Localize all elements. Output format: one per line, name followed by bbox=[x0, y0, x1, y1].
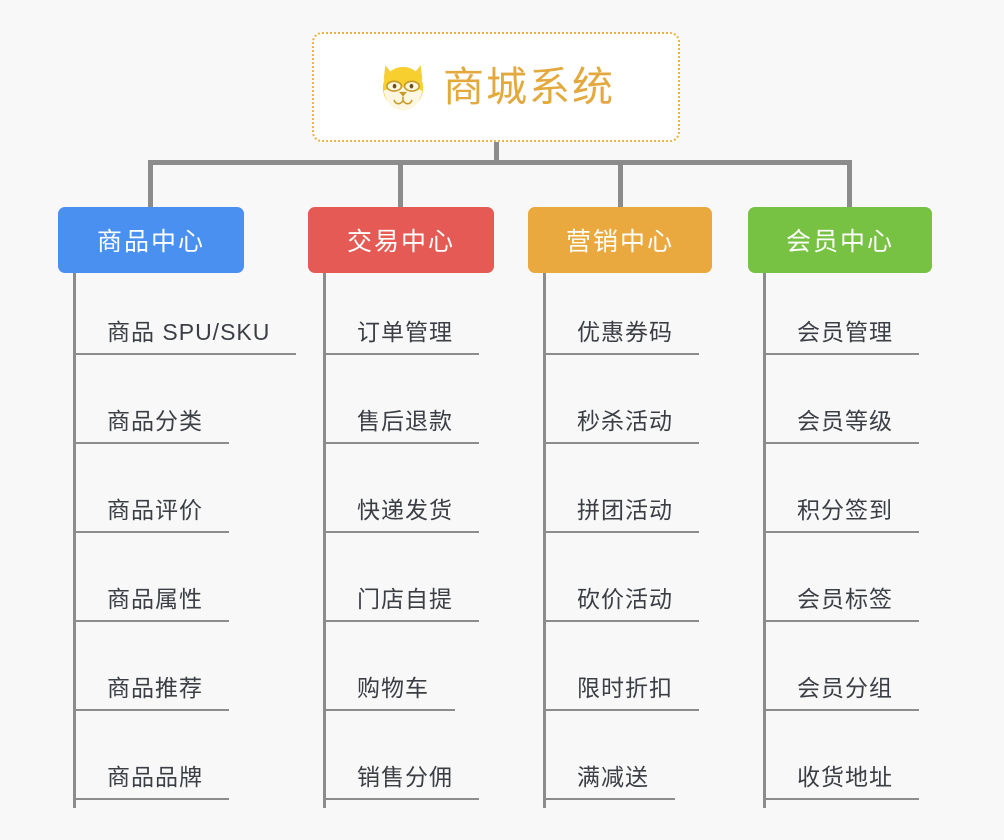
leaf-item[interactable]: 砍价活动 bbox=[546, 541, 748, 630]
leaf-item[interactable]: 商品推荐 bbox=[76, 630, 308, 719]
leaf-label: 商品分类 bbox=[107, 408, 203, 434]
leaf-label: 订单管理 bbox=[357, 319, 453, 345]
leaf-label: 售后退款 bbox=[357, 408, 453, 434]
connector-drop-1 bbox=[398, 160, 403, 208]
leaf-item[interactable]: 商品分类 bbox=[76, 363, 308, 452]
leaf-label: 会员分组 bbox=[797, 675, 893, 701]
leaf-list-trade-center: 订单管理 售后退款 快递发货 门店自提 购物车 销售分佣 bbox=[323, 273, 528, 808]
leaf-item[interactable]: 拼团活动 bbox=[546, 452, 748, 541]
root-node-mall-system[interactable]: 商城系统 bbox=[312, 32, 680, 142]
leaf-item[interactable]: 满减送 bbox=[546, 719, 748, 808]
leaf-label: 收货地址 bbox=[797, 764, 893, 790]
category-header-trade-center[interactable]: 交易中心 bbox=[308, 207, 494, 273]
leaf-label: 购物车 bbox=[357, 675, 429, 701]
branch-column-marketing-center: 营销中心 优惠券码 秒杀活动 拼团活动 砍价活动 限时折扣 满减送 bbox=[528, 207, 748, 808]
leaf-item[interactable]: 商品评价 bbox=[76, 452, 308, 541]
leaf-list-marketing-center: 优惠券码 秒杀活动 拼团活动 砍价活动 限时折扣 满减送 bbox=[543, 273, 748, 808]
category-header-member-center[interactable]: 会员中心 bbox=[748, 207, 932, 273]
leaf-label: 限时折扣 bbox=[577, 675, 673, 701]
branch-column-member-center: 会员中心 会员管理 会员等级 积分签到 会员标签 会员分组 收货地址 bbox=[748, 207, 968, 808]
leaf-label: 砍价活动 bbox=[577, 586, 673, 612]
leaf-item[interactable]: 限时折扣 bbox=[546, 630, 748, 719]
leaf-item[interactable]: 快递发货 bbox=[326, 452, 528, 541]
leaf-item[interactable]: 积分签到 bbox=[766, 452, 968, 541]
leaf-item[interactable]: 门店自提 bbox=[326, 541, 528, 630]
leaf-label: 商品推荐 bbox=[107, 675, 203, 701]
leaf-item[interactable]: 优惠券码 bbox=[546, 274, 748, 363]
root-title: 商城系统 bbox=[443, 63, 615, 110]
leaf-item[interactable]: 会员等级 bbox=[766, 363, 968, 452]
leaf-label: 商品 SPU/SKU bbox=[107, 319, 271, 345]
leaf-item[interactable]: 商品品牌 bbox=[76, 719, 308, 808]
shiba-dog-face-icon bbox=[382, 65, 424, 111]
leaf-item[interactable]: 商品 SPU/SKU bbox=[76, 274, 308, 363]
leaf-label: 商品属性 bbox=[107, 586, 203, 612]
connector-drop-0 bbox=[148, 160, 153, 208]
leaf-item[interactable]: 会员分组 bbox=[766, 630, 968, 719]
leaf-label: 满减送 bbox=[577, 764, 649, 790]
category-title: 营销中心 bbox=[565, 228, 674, 256]
category-title: 商品中心 bbox=[96, 228, 205, 256]
category-title: 交易中心 bbox=[346, 228, 455, 256]
leaf-item[interactable]: 售后退款 bbox=[326, 363, 528, 452]
leaf-item[interactable]: 购物车 bbox=[326, 630, 528, 719]
leaf-list-product-center: 商品 SPU/SKU 商品分类 商品评价 商品属性 商品推荐 商品品牌 bbox=[73, 273, 308, 808]
connector-root-stem bbox=[494, 142, 499, 164]
leaf-label: 拼团活动 bbox=[577, 497, 673, 523]
leaf-label: 销售分佣 bbox=[357, 764, 453, 790]
leaf-label: 秒杀活动 bbox=[577, 408, 673, 434]
connector-drop-2 bbox=[618, 160, 623, 208]
leaf-label: 会员管理 bbox=[797, 319, 893, 345]
leaf-item[interactable]: 商品属性 bbox=[76, 541, 308, 630]
leaf-item[interactable]: 会员标签 bbox=[766, 541, 968, 630]
leaf-label: 商品评价 bbox=[107, 497, 203, 523]
leaf-label: 会员标签 bbox=[797, 586, 893, 612]
leaf-item[interactable]: 收货地址 bbox=[766, 719, 968, 808]
leaf-label: 门店自提 bbox=[357, 586, 453, 612]
category-header-product-center[interactable]: 商品中心 bbox=[58, 207, 244, 273]
leaf-item[interactable]: 订单管理 bbox=[326, 274, 528, 363]
leaf-label: 优惠券码 bbox=[577, 319, 673, 345]
connector-horizontal-bus bbox=[148, 160, 852, 165]
leaf-label: 会员等级 bbox=[797, 408, 893, 434]
leaf-label: 快递发货 bbox=[357, 497, 453, 523]
leaf-list-member-center: 会员管理 会员等级 积分签到 会员标签 会员分组 收货地址 bbox=[763, 273, 968, 808]
branch-column-product-center: 商品中心 商品 SPU/SKU 商品分类 商品评价 商品属性 商品推荐 商品品牌 bbox=[58, 207, 308, 808]
leaf-item[interactable]: 秒杀活动 bbox=[546, 363, 748, 452]
connector-drop-3 bbox=[847, 160, 852, 208]
leaf-item[interactable]: 销售分佣 bbox=[326, 719, 528, 808]
category-title: 会员中心 bbox=[785, 228, 894, 256]
category-header-marketing-center[interactable]: 营销中心 bbox=[528, 207, 712, 273]
leaf-label: 商品品牌 bbox=[107, 764, 203, 790]
branch-column-trade-center: 交易中心 订单管理 售后退款 快递发货 门店自提 购物车 销售分佣 bbox=[308, 207, 528, 808]
leaf-item[interactable]: 会员管理 bbox=[766, 274, 968, 363]
leaf-label: 积分签到 bbox=[797, 497, 893, 523]
